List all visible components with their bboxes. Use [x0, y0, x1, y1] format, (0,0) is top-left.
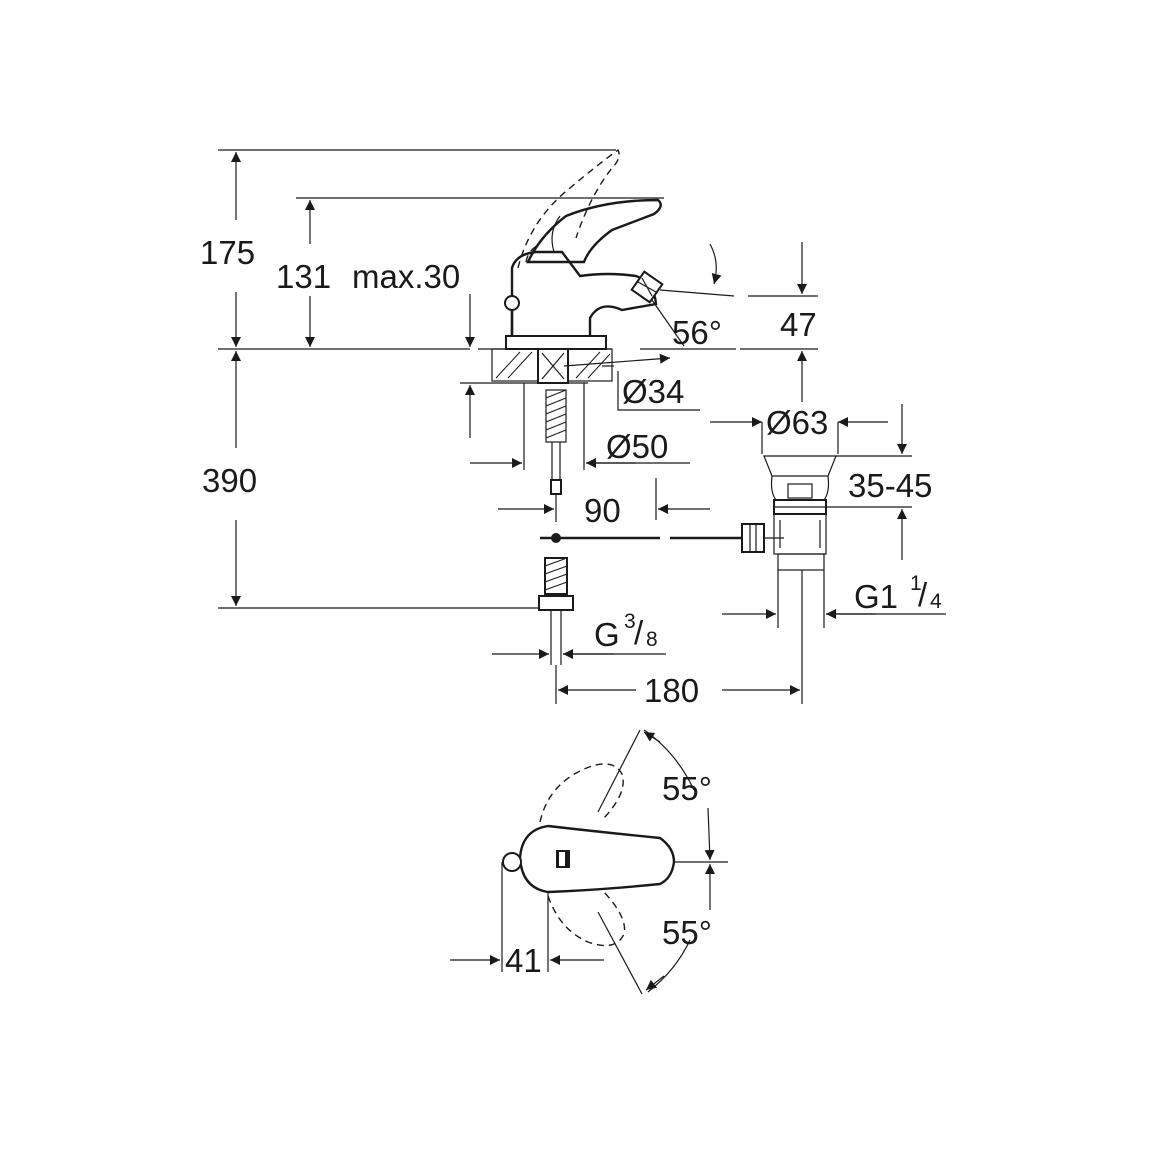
thread-g-three-eighths: G 3 / 8	[594, 610, 658, 653]
dim-diameter-34: Ø34	[622, 373, 684, 410]
dimension-lines	[218, 149, 946, 704]
dim-180: 180	[644, 672, 699, 709]
dim-angle-56: 56°	[672, 314, 722, 351]
dim-131: 131	[276, 258, 331, 295]
thread-g1-slash: /	[918, 576, 928, 613]
thread-g-slash: /	[634, 614, 644, 651]
waste-drain	[763, 455, 837, 571]
dim-41: 41	[505, 942, 542, 979]
supply-hoses	[538, 389, 574, 665]
dim-90: 90	[584, 492, 621, 529]
thread-g1-label: G1	[854, 578, 898, 615]
dim-175: 175	[200, 234, 255, 271]
dim-35-45: 35-45	[848, 467, 932, 504]
thread-g-label: G	[594, 616, 620, 653]
thread-g1-numerator: 1	[910, 572, 922, 595]
dim-47: 47	[780, 306, 817, 343]
thread-g-numerator: 3	[624, 610, 636, 633]
dim-max30: max.30	[352, 258, 460, 295]
faucet-top-view	[502, 763, 676, 947]
dim-diameter-50: Ø50	[606, 428, 668, 465]
thread-g1-denominator: 4	[930, 590, 942, 613]
counter-section	[491, 348, 613, 470]
top-view-dimensions	[450, 729, 728, 995]
faucet-side-view	[218, 148, 736, 350]
dimension-labels: 175 131 max.30 56° 47 Ø34 Ø63 Ø50 35-45 …	[200, 234, 942, 979]
dim-diameter-63: Ø63	[766, 404, 828, 441]
thread-g1-quarter: G1 1 / 4	[854, 572, 942, 615]
popup-rod	[540, 523, 765, 553]
dim-angle-55-lower: 55°	[662, 914, 712, 951]
thread-g-denominator: 8	[646, 628, 658, 651]
dim-390: 390	[202, 462, 257, 499]
dim-angle-55-upper: 55°	[662, 770, 712, 807]
